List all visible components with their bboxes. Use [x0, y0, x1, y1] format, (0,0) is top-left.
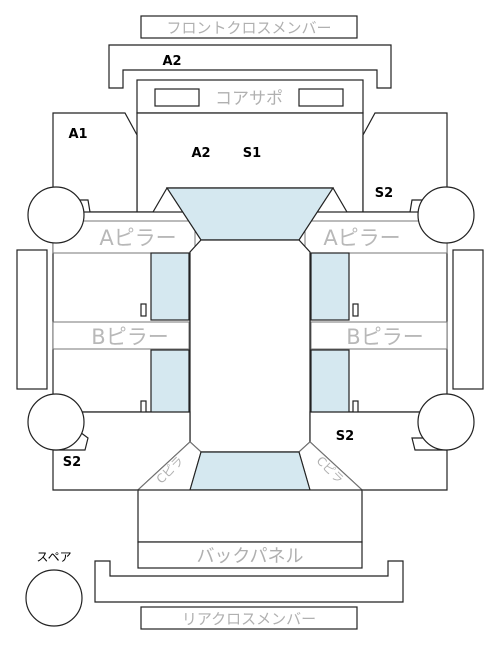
a-pillar-right-label: Aピラー [323, 226, 400, 250]
rear-right-wheel[interactable] [417, 393, 475, 451]
left-rear-door-handle [140, 400, 147, 414]
b-pillar-right[interactable]: Bピラー [310, 321, 448, 350]
rear-cross-member[interactable]: リアクロスメンバー [140, 606, 358, 630]
b-pillar-left-label: Bピラー [91, 325, 168, 349]
left-rocker-panel[interactable] [16, 249, 48, 390]
front-cross-member[interactable]: フロントクロスメンバー [140, 15, 358, 39]
right-front-door-handle [352, 303, 359, 317]
front-left-wheel[interactable] [27, 186, 85, 244]
right-front-fender[interactable] [362, 112, 448, 213]
code-front-member: A2 [162, 54, 181, 69]
code-roof-front-right: S1 [243, 146, 261, 161]
c-pillar-right[interactable]: Cピラ [298, 441, 364, 491]
code-roof-front-left: A2 [191, 146, 210, 161]
code-right-rear: S2 [336, 429, 354, 444]
left-rear-window[interactable] [150, 349, 190, 418]
spare-label: スペア [36, 550, 71, 564]
a-pillar-left-label: Aピラー [99, 226, 176, 250]
spare-tire[interactable] [25, 569, 83, 627]
back-panel[interactable]: バックパネル [137, 541, 363, 569]
front-bumper-frame[interactable] [108, 44, 392, 89]
code-right-front: S2 [375, 186, 393, 201]
right-rear-window[interactable] [310, 349, 350, 418]
core-support[interactable]: コアサポ [136, 79, 364, 114]
front-cross-member-label: フロントクロスメンバー [166, 19, 331, 37]
right-rocker-panel[interactable] [452, 249, 484, 390]
b-pillar-left[interactable]: Bピラー [52, 321, 190, 350]
trunk-lid[interactable] [137, 489, 363, 543]
rear-window[interactable] [189, 451, 311, 491]
left-rear-quarter[interactable] [51, 411, 191, 491]
b-pillar-right-label: Bピラー [346, 325, 423, 349]
right-rear-door-handle [352, 400, 359, 414]
roof[interactable] [189, 239, 311, 453]
rear-left-wheel[interactable] [27, 393, 85, 451]
rear-bumper[interactable] [94, 560, 404, 603]
left-front-window[interactable] [150, 252, 190, 321]
right-front-window[interactable] [310, 252, 350, 321]
front-right-wheel[interactable] [417, 186, 475, 244]
back-panel-label: バックパネル [196, 546, 303, 567]
left-front-door-handle [140, 303, 147, 317]
code-front-left-corner: A1 [68, 127, 87, 142]
code-left-rear: S2 [63, 455, 81, 470]
core-support-label: コアサポ [215, 89, 283, 109]
rear-cross-member-label: リアクロスメンバー [182, 610, 316, 628]
